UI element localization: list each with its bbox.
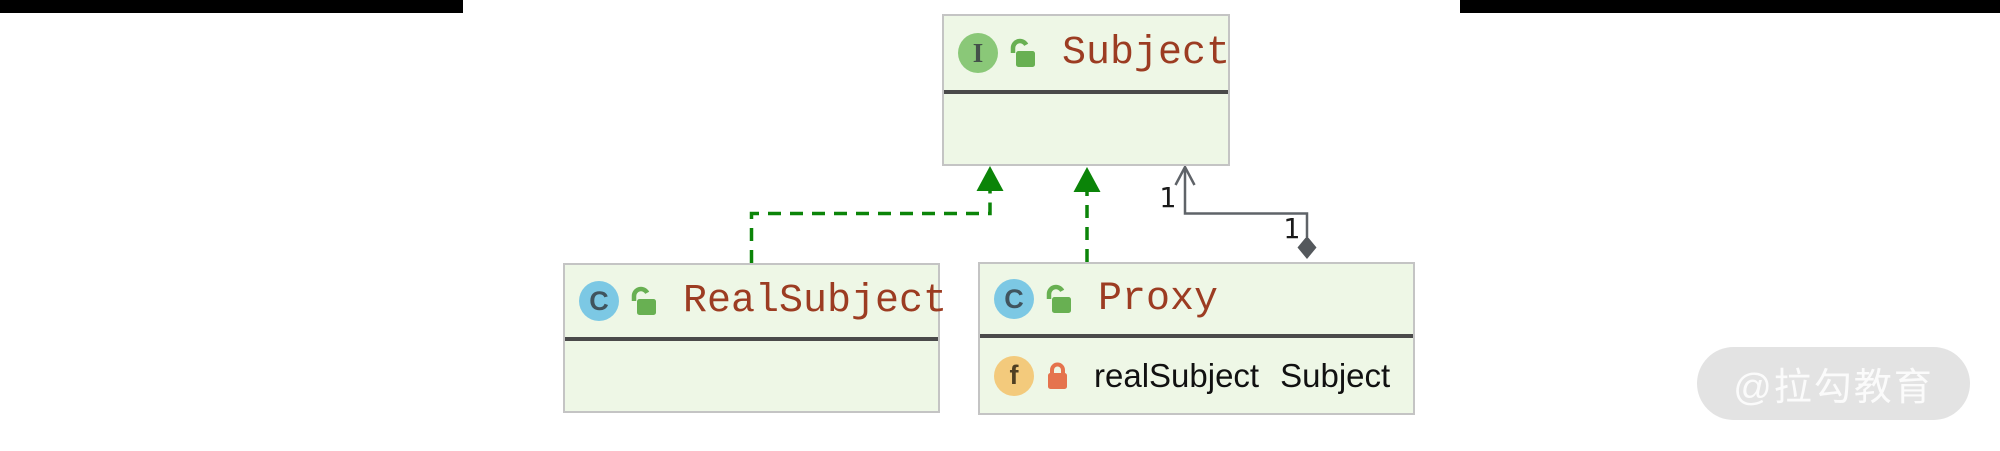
node-header: C Proxy	[980, 264, 1413, 338]
field-icon-letter: f	[1009, 360, 1019, 390]
public-open-lock-icon	[1010, 38, 1035, 67]
class-icon: C	[994, 279, 1034, 319]
realization-edge-realsubject-to-subject	[749, 191, 992, 263]
public-open-lock-icon	[631, 286, 656, 315]
field-row-realsubject: f realSubject Subject	[980, 355, 1413, 396]
node-header: I Subject	[944, 16, 1231, 94]
multiplicity-label-source: 1	[1283, 212, 1300, 245]
members-section	[944, 94, 1228, 164]
class-icon-letter: C	[589, 285, 609, 316]
realization-triangle-realsubject	[976, 166, 1004, 191]
crop-bar-right	[1460, 0, 2000, 13]
class-name: Subject	[1062, 30, 1231, 76]
members-section	[565, 341, 938, 411]
class-icon: C	[579, 281, 619, 321]
multiplicity-label-target: 1	[1159, 181, 1176, 214]
realization-triangle-proxy	[1073, 167, 1101, 192]
class-node-realsubject[interactable]: C RealSubject	[563, 263, 947, 413]
node-header: C RealSubject	[565, 265, 947, 341]
aggregation-diamond-icon	[1297, 236, 1317, 259]
watermark-badge: @拉勾教育	[1697, 347, 1970, 420]
field-type: Subject	[1280, 356, 1391, 394]
field-icon: f	[994, 355, 1034, 396]
interface-icon-letter: I	[972, 37, 984, 68]
class-icon-letter: C	[1004, 283, 1024, 314]
public-open-lock-icon	[1046, 284, 1071, 313]
watermark-text: @拉勾教育	[1733, 367, 1934, 409]
private-closed-lock-icon	[1048, 362, 1067, 389]
class-node-proxy[interactable]: C Proxy f realSubject Subject	[978, 262, 1415, 415]
members-section: f realSubject Subject	[980, 338, 1413, 413]
interface-icon: I	[958, 33, 998, 73]
class-node-subject[interactable]: I Subject	[942, 14, 1230, 166]
class-name: RealSubject	[683, 278, 948, 324]
crop-bar-left	[0, 0, 463, 13]
open-arrowhead-icon	[1174, 164, 1196, 186]
field-name: realSubject	[1094, 356, 1260, 394]
class-name: Proxy	[1098, 276, 1219, 322]
